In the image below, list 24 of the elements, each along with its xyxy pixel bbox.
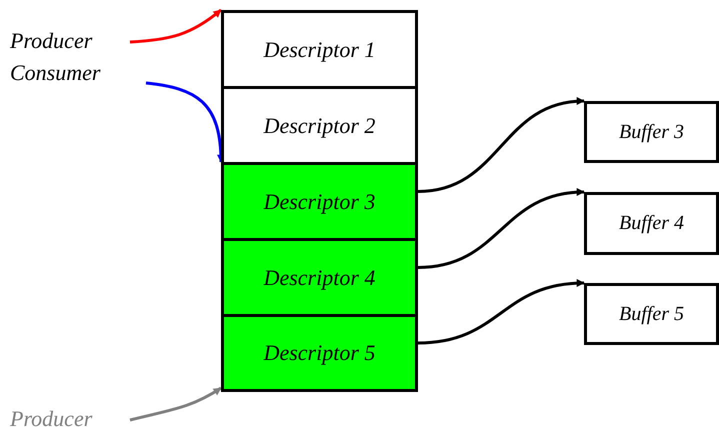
role-label: Producer [10, 30, 92, 52]
box-label: Descriptor 1 [264, 36, 376, 62]
descriptor-box [221, 314, 418, 392]
role-label: Consumer [10, 62, 100, 84]
box-label: Buffer 4 [619, 212, 684, 235]
descriptor-box [221, 86, 418, 165]
buffer-box [584, 101, 719, 163]
curved-arrow [130, 8, 222, 44]
box-label: Descriptor 5 [264, 340, 376, 366]
box-label: Descriptor 2 [264, 112, 376, 138]
descriptor-box [221, 238, 418, 317]
box-label: Buffer 5 [619, 302, 684, 326]
buffer-box [584, 283, 719, 345]
curved-arrow [418, 188, 585, 269]
descriptor-box [221, 162, 418, 241]
buffer-box [584, 192, 719, 255]
box-label: Descriptor 3 [264, 188, 376, 214]
box-label: Buffer 3 [619, 120, 684, 144]
descriptor-box [221, 10, 418, 89]
curved-arrow [418, 279, 585, 344]
curved-arrow [130, 386, 222, 422]
curved-arrow [418, 98, 585, 193]
role-label: Producer [10, 408, 92, 427]
box-label: Descriptor 4 [264, 264, 376, 290]
